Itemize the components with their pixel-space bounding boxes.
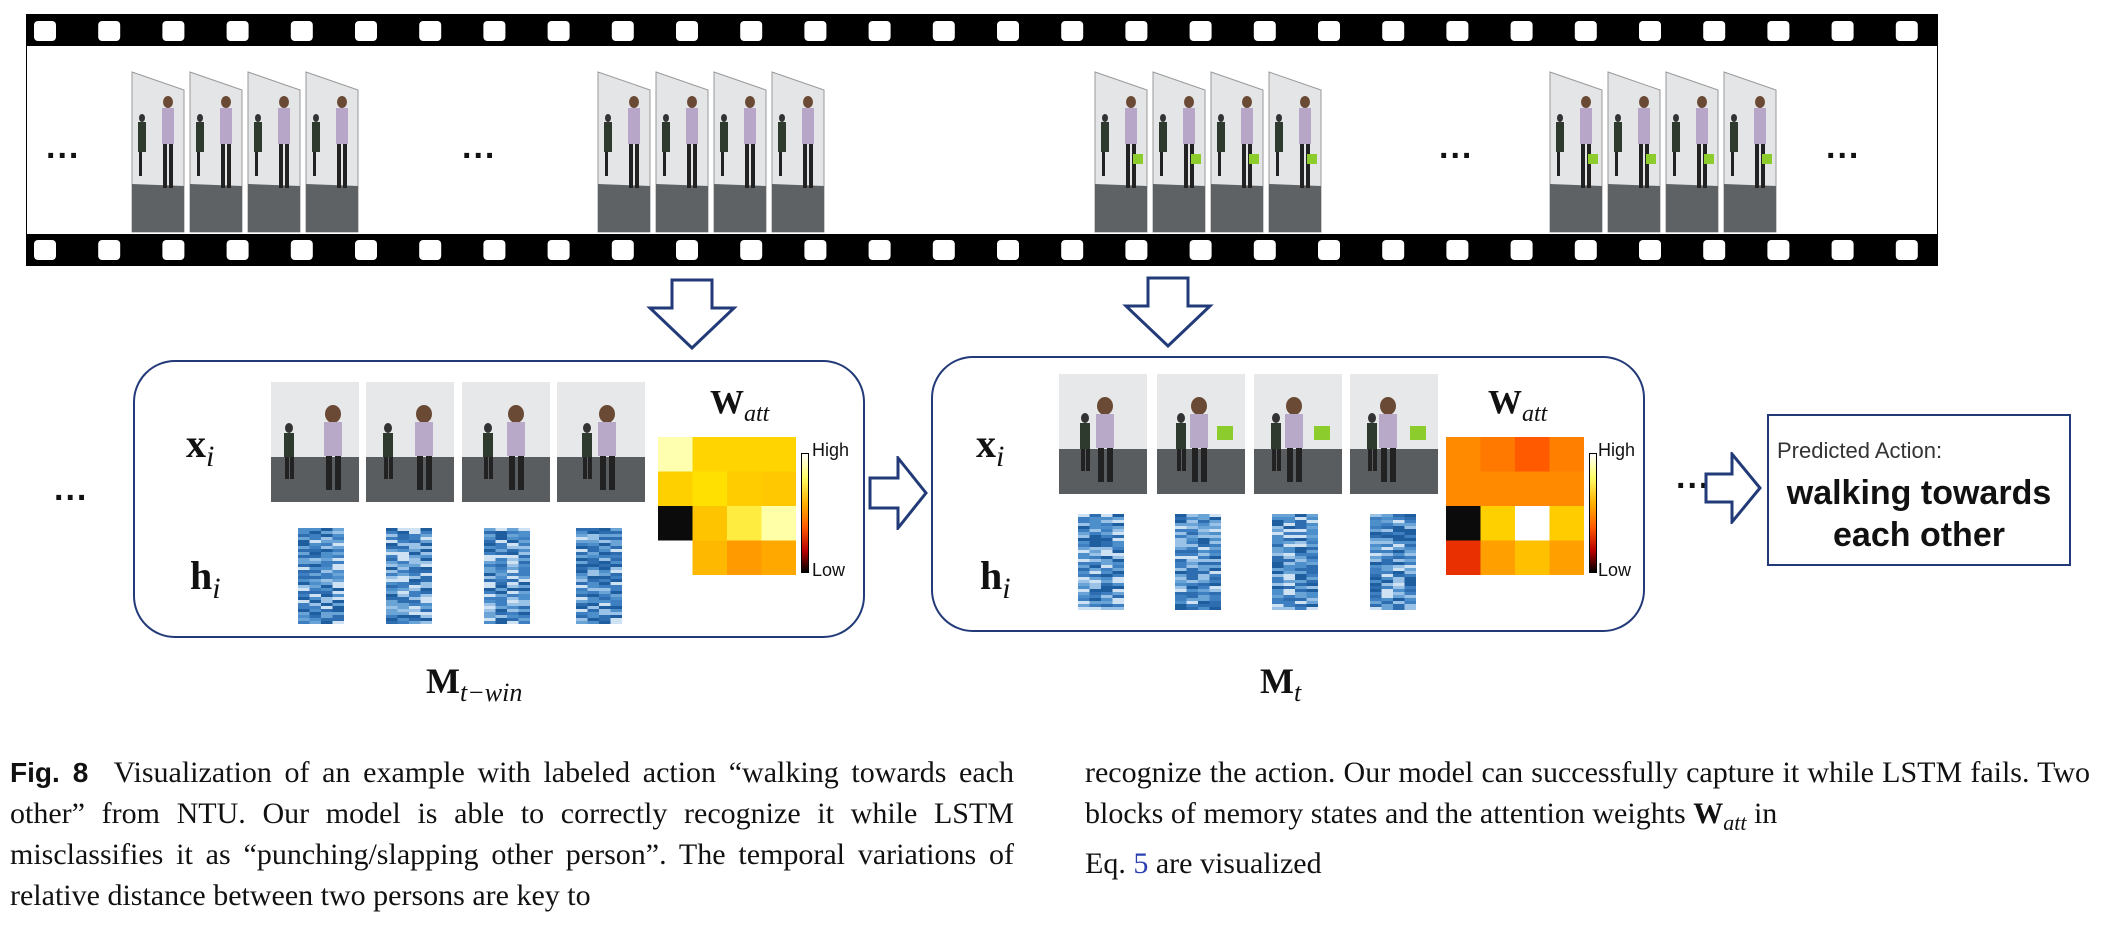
film-strip [26, 14, 1938, 266]
hidden-state-visual [298, 528, 344, 624]
hidden-state-visual [1272, 514, 1318, 610]
watt-inline: Watt [1693, 797, 1747, 835]
film-ellipsis: ... [1439, 128, 1474, 166]
figure-label: Fig. 8 [10, 757, 89, 788]
predicted-action-label: walking towards each other [1786, 474, 2052, 554]
film-ellipsis: ... [46, 128, 81, 166]
hidden-state-visual [1175, 514, 1221, 610]
colorbar-low-label: Low [812, 560, 846, 580]
hidden-state-visual [576, 528, 622, 624]
watt-label: Watt [710, 384, 770, 427]
figure-caption-left: Fig. 8 Visualization of an example with … [10, 752, 1014, 916]
colorbar-high-label: High [812, 440, 850, 460]
figure-caption-right: recognize the action. Our model can succ… [1085, 756, 2090, 880]
colorbar-high-label: High [1598, 440, 1636, 460]
input-frame [1350, 374, 1438, 494]
caption-text: Visualization of an example with labeled… [10, 756, 1014, 912]
input-frame [1157, 374, 1245, 494]
right-arrow-icon [1704, 452, 1762, 524]
block-name: Mt [1260, 661, 1302, 708]
predicted-action-title: Predicted Action: [1777, 438, 1943, 463]
equation-link[interactable]: 5 [1133, 847, 1149, 880]
input-frame [271, 382, 359, 502]
hidden-state-visual [1078, 514, 1124, 610]
film-ellipsis: ... [1826, 128, 1861, 166]
colorbar [1589, 453, 1597, 573]
input-frame [366, 382, 454, 502]
colorbar [801, 453, 809, 573]
input-frame [1059, 374, 1147, 494]
hidden-state-visual [386, 528, 432, 624]
hidden-state-visual [1370, 514, 1416, 610]
film-ellipsis: ... [462, 128, 497, 166]
h-label: hi [980, 553, 1011, 605]
left-ellipsis: ... [54, 470, 89, 508]
caption-text: recognize the action. Our model can succ… [1085, 756, 2090, 830]
between-ellipsis: ... [1676, 458, 1711, 496]
predicted-action-box: Predicted Action: walking towards each o… [1767, 414, 2071, 566]
colorbar-low-label: Low [1598, 560, 1632, 580]
block-name: Mt−win [426, 661, 523, 708]
h-label: hi [190, 553, 221, 605]
watt-label: Watt [1488, 384, 1548, 427]
down-arrow-icon [1122, 276, 1214, 348]
x-label: xi [976, 421, 1005, 473]
down-arrow-icon [646, 278, 738, 350]
right-arrow-icon [868, 456, 928, 530]
hidden-state-visual [484, 528, 530, 624]
attention-heatmap [658, 437, 796, 575]
input-frame [557, 382, 645, 502]
input-frame [1254, 374, 1342, 494]
x-label: xi [186, 421, 215, 473]
input-frame [462, 382, 550, 502]
attention-heatmap [1446, 437, 1584, 575]
